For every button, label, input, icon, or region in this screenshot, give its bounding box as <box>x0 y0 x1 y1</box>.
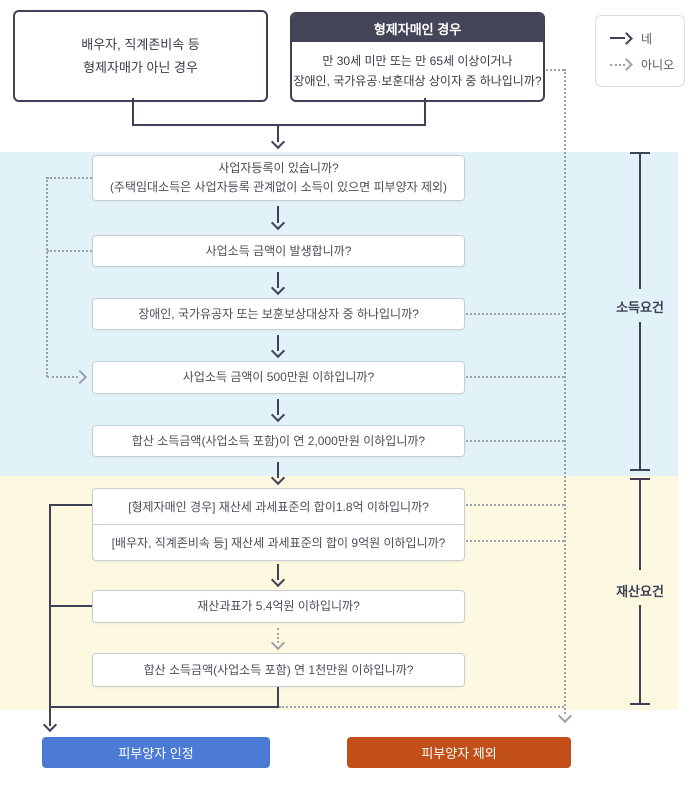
arrow-q1-q2-shaft <box>277 206 279 223</box>
solid-q9-tail <box>277 687 279 708</box>
sibling-case-body: 만 30세 미만 또는 만 65세 이상이거나 장애인, 국가유공·보훈대상 상… <box>292 42 543 100</box>
dotted-sibling-right-feed <box>546 69 564 71</box>
dotted-q4-right-feed <box>466 376 564 378</box>
q2-business-income-box: 사업소득 금액이 발생합니까? <box>92 235 465 267</box>
property-bracket-upper <box>639 479 641 570</box>
sibling-line2: 장애인, 국가유공·보훈대상 상이자 중 하나입니까? <box>293 74 542 88</box>
arrow-q2-q3-shaft <box>277 272 279 288</box>
dotted-into-excluded-head <box>557 708 573 724</box>
q6-q7-property-tax-group: [형제자매인 경우] 재산세 과세표준의 합이1.8억 이하입니까? [배우자,… <box>92 488 465 561</box>
non-sibling-line1: 배우자, 직계존비속 등 <box>81 36 200 52</box>
dotted-arrow-icon <box>610 58 633 71</box>
dotted-bottom-feed <box>279 706 564 708</box>
q9-total-income-10m-box: 합산 소득금액(사업소득 포함) 연 1천만원 이하입니까? <box>92 653 465 687</box>
dotted-right-vertical <box>564 69 566 714</box>
arrow-q3-q4-shaft <box>277 335 279 351</box>
arrow-q5-q6-shaft <box>277 462 279 478</box>
arrow-q7-q8-shaft <box>277 564 279 580</box>
arrow-into-q1-head <box>270 134 286 150</box>
sibling-case-box: 형제자매인 경우 만 30세 미만 또는 만 65세 이상이거나 장애인, 국가… <box>290 12 545 102</box>
q5-total-income-20m-box: 합산 소득금액(사업소득 포함)이 연 2,000만원 이하입니까? <box>92 425 465 457</box>
dotted-q5-right-feed <box>466 440 564 442</box>
connector-right-drop <box>424 98 426 126</box>
income-bracket-bottom-tick <box>630 469 650 471</box>
dotted-q7-right-feed <box>466 540 564 542</box>
q6-sibling-property-box: [형제자매인 경우] 재산세 과세표준의 합이1.8억 이하입니까? <box>93 489 464 525</box>
solid-bottom-bar <box>50 706 279 708</box>
solid-into-approved-head <box>42 717 58 733</box>
excluded-result-button: 피부양자 제외 <box>347 737 571 768</box>
arrow-into-q1-shaft <box>277 126 279 142</box>
income-section-label: 소득요건 <box>616 300 664 315</box>
non-sibling-case-box: 배우자, 직계존비속 등 형제자매가 아닌 경우 <box>13 10 268 102</box>
solid-arrow-icon <box>610 32 633 45</box>
q7-spouse-property-box: [배우자, 직계존비속 등] 재산세 과세표준의 합이 9억원 이하입니까? <box>111 536 446 550</box>
legend-yes-label: 네 <box>641 31 653 46</box>
q4-business-income-5m-box: 사업소득 금액이 500만원 이하입니까? <box>92 361 465 394</box>
dotted-q1-left-feed <box>47 177 92 179</box>
sibling-line1: 만 30세 미만 또는 만 65세 이상이거나 <box>322 53 513 68</box>
income-bracket-upper <box>639 153 641 289</box>
approved-result-button: 피부양자 인정 <box>42 737 270 768</box>
non-sibling-line2: 형제자매가 아닌 경우 <box>83 60 198 75</box>
dotted-q2-left-feed <box>47 250 92 252</box>
dotted-arrow-q8-q9-shaft <box>277 628 279 643</box>
q8-property-base-54-box: 재산과표가 5.4억원 이하입니까? <box>92 590 465 623</box>
legend-yes-row: 네 <box>610 30 684 47</box>
solid-q8-left-stub <box>50 605 92 607</box>
dotted-left-vertical <box>46 177 48 377</box>
property-bracket-bottom-tick <box>630 703 650 705</box>
solid-left-vertical <box>49 504 51 726</box>
sibling-case-header: 형제자매인 경우 <box>292 14 543 42</box>
q1-line1: 사업자등록이 있습니까? <box>218 161 339 176</box>
connector-left-drop <box>132 98 134 126</box>
income-bracket-lower <box>639 322 641 470</box>
property-section-label: 재산요건 <box>616 584 664 599</box>
legend-no-row: 아니오 <box>610 56 684 73</box>
arrow-q4-q5-shaft <box>277 399 279 415</box>
dotted-q6-right-feed <box>466 504 564 506</box>
dotted-into-q4-shaft <box>47 376 78 378</box>
q3-disabled-veteran-box: 장애인, 국가유공자 또는 보훈보상대상자 중 하나입니까? <box>92 298 465 330</box>
q1-business-registration-box: 사업자등록이 있습니까? (주택임대소득은 사업자등록 관계없이 소득이 있으면… <box>92 155 465 201</box>
dotted-q3-right-feed <box>466 313 564 315</box>
solid-q6-left-stub <box>50 504 92 506</box>
connector-merge-bar <box>132 124 426 126</box>
legend-no-label: 아니오 <box>641 57 675 72</box>
legend-box: 네 아니오 <box>595 15 685 87</box>
property-bracket-lower <box>639 605 641 704</box>
q1-line2: (주택임대소득은 사업자등록 관계없이 소득이 있으면 피부양자 제외) <box>109 180 448 194</box>
